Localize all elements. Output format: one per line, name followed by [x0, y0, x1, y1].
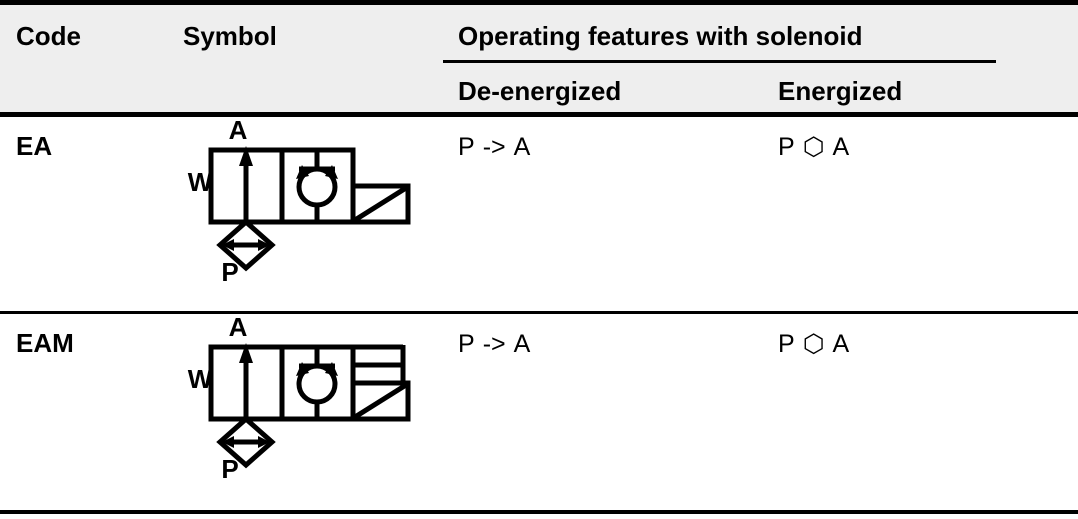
flow-to: A [513, 330, 531, 358]
header-energized: Energized [778, 76, 903, 106]
header-bottom-border [0, 112, 1078, 117]
row-divider [0, 311, 1078, 314]
flow-from: P [778, 330, 795, 358]
port-label-w: W [188, 364, 213, 394]
cell-deenergized: P -> A [458, 332, 530, 357]
port-label-a: A [229, 121, 248, 145]
cell-deenergized: P -> A [458, 135, 530, 160]
valve-symbol-diagram: A W [188, 121, 356, 281]
flow-from: P [458, 330, 475, 358]
flow-from: P [778, 133, 795, 161]
valve-symbol-eam: A W P [178, 318, 378, 478]
pilot-diamond [216, 218, 276, 272]
flow-glyph-arrow: -> [482, 330, 506, 358]
cell-energized: P ⬡ A [778, 332, 849, 357]
header-subdivider [443, 60, 996, 63]
port-label-w: W [188, 167, 213, 197]
solenoid-actuator-ea [353, 183, 411, 225]
check-valve-circle [296, 347, 338, 419]
table-row: EAM A W [0, 314, 1078, 510]
flow-to: A [832, 133, 850, 161]
flow-glyph-arrow: -> [482, 133, 506, 161]
flow-to: A [513, 133, 531, 161]
flow-to: A [832, 330, 850, 358]
flow-glyph-blocked: ⬡ [802, 133, 825, 161]
header-deenergized: De-energized [458, 76, 622, 106]
header-code: Code [16, 21, 81, 51]
port-label-p: P [221, 257, 238, 281]
cell-energized: P ⬡ A [778, 135, 849, 160]
flow-arrow-head-up [239, 146, 253, 166]
pilot-diamond [216, 415, 276, 469]
solenoid-actuator-eam [353, 344, 411, 422]
check-valve-circle [296, 150, 338, 222]
flow-from: P [458, 133, 475, 161]
table-bottom-border [0, 510, 1078, 514]
header-symbol: Symbol [183, 21, 277, 51]
flow-glyph-blocked: ⬡ [802, 330, 825, 358]
table-top-border [0, 0, 1078, 5]
port-label-a: A [229, 318, 248, 342]
port-label-p: P [221, 454, 238, 478]
table-row: EA A W [0, 117, 1078, 311]
valve-symbol-ea: A W [178, 121, 378, 281]
row-code: EA [16, 131, 53, 161]
valve-symbol-diagram: A W P [188, 318, 356, 478]
header-operating: Operating features with solenoid [458, 21, 863, 51]
row-code: EAM [16, 328, 74, 358]
table-header-band [0, 5, 1078, 112]
flow-arrow-head-up [239, 343, 253, 363]
